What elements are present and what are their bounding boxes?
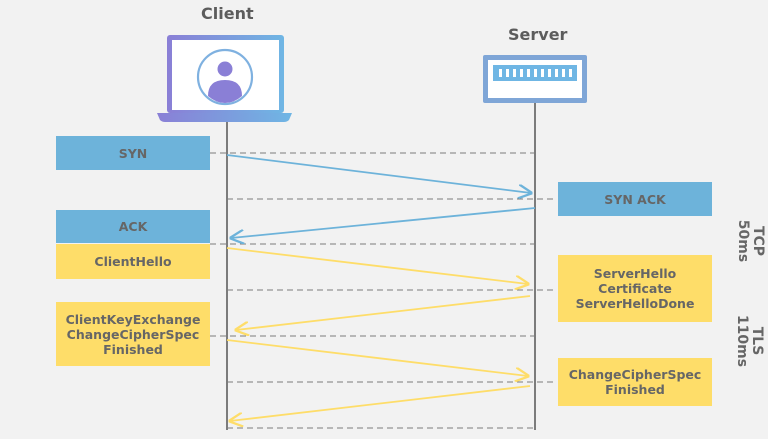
dashed-guides (210, 152, 556, 429)
server-icon (483, 55, 587, 103)
syn-ack-box: SYN ACK (558, 182, 712, 216)
client-key-exchange-box: ClientKeyExchange ChangeCipherSpec Finis… (56, 302, 210, 366)
syn-ack-arrow (231, 207, 536, 238)
client-hello-arrow (226, 247, 528, 284)
client-hello-box: ClientHello (56, 244, 210, 279)
change-cipher-spec-box: ChangeCipherSpec Finished (558, 358, 712, 406)
client-key-exchange-arrow (226, 339, 528, 376)
tcp-phase-label: TCP 50ms (735, 219, 766, 263)
syn-box: SYN (56, 136, 210, 170)
laptop-user-icon (157, 35, 292, 122)
client-label: Client (201, 4, 254, 23)
server-hello-arrow (236, 295, 531, 330)
server-hello-box: ServerHello Certificate ServerHelloDone (558, 255, 712, 322)
ack-box: ACK (56, 210, 210, 243)
change-cipher-arrow (230, 385, 531, 421)
syn-arrow (226, 154, 531, 193)
tls-phase-label: TLS 110ms (734, 314, 765, 368)
server-label: Server (508, 25, 568, 44)
